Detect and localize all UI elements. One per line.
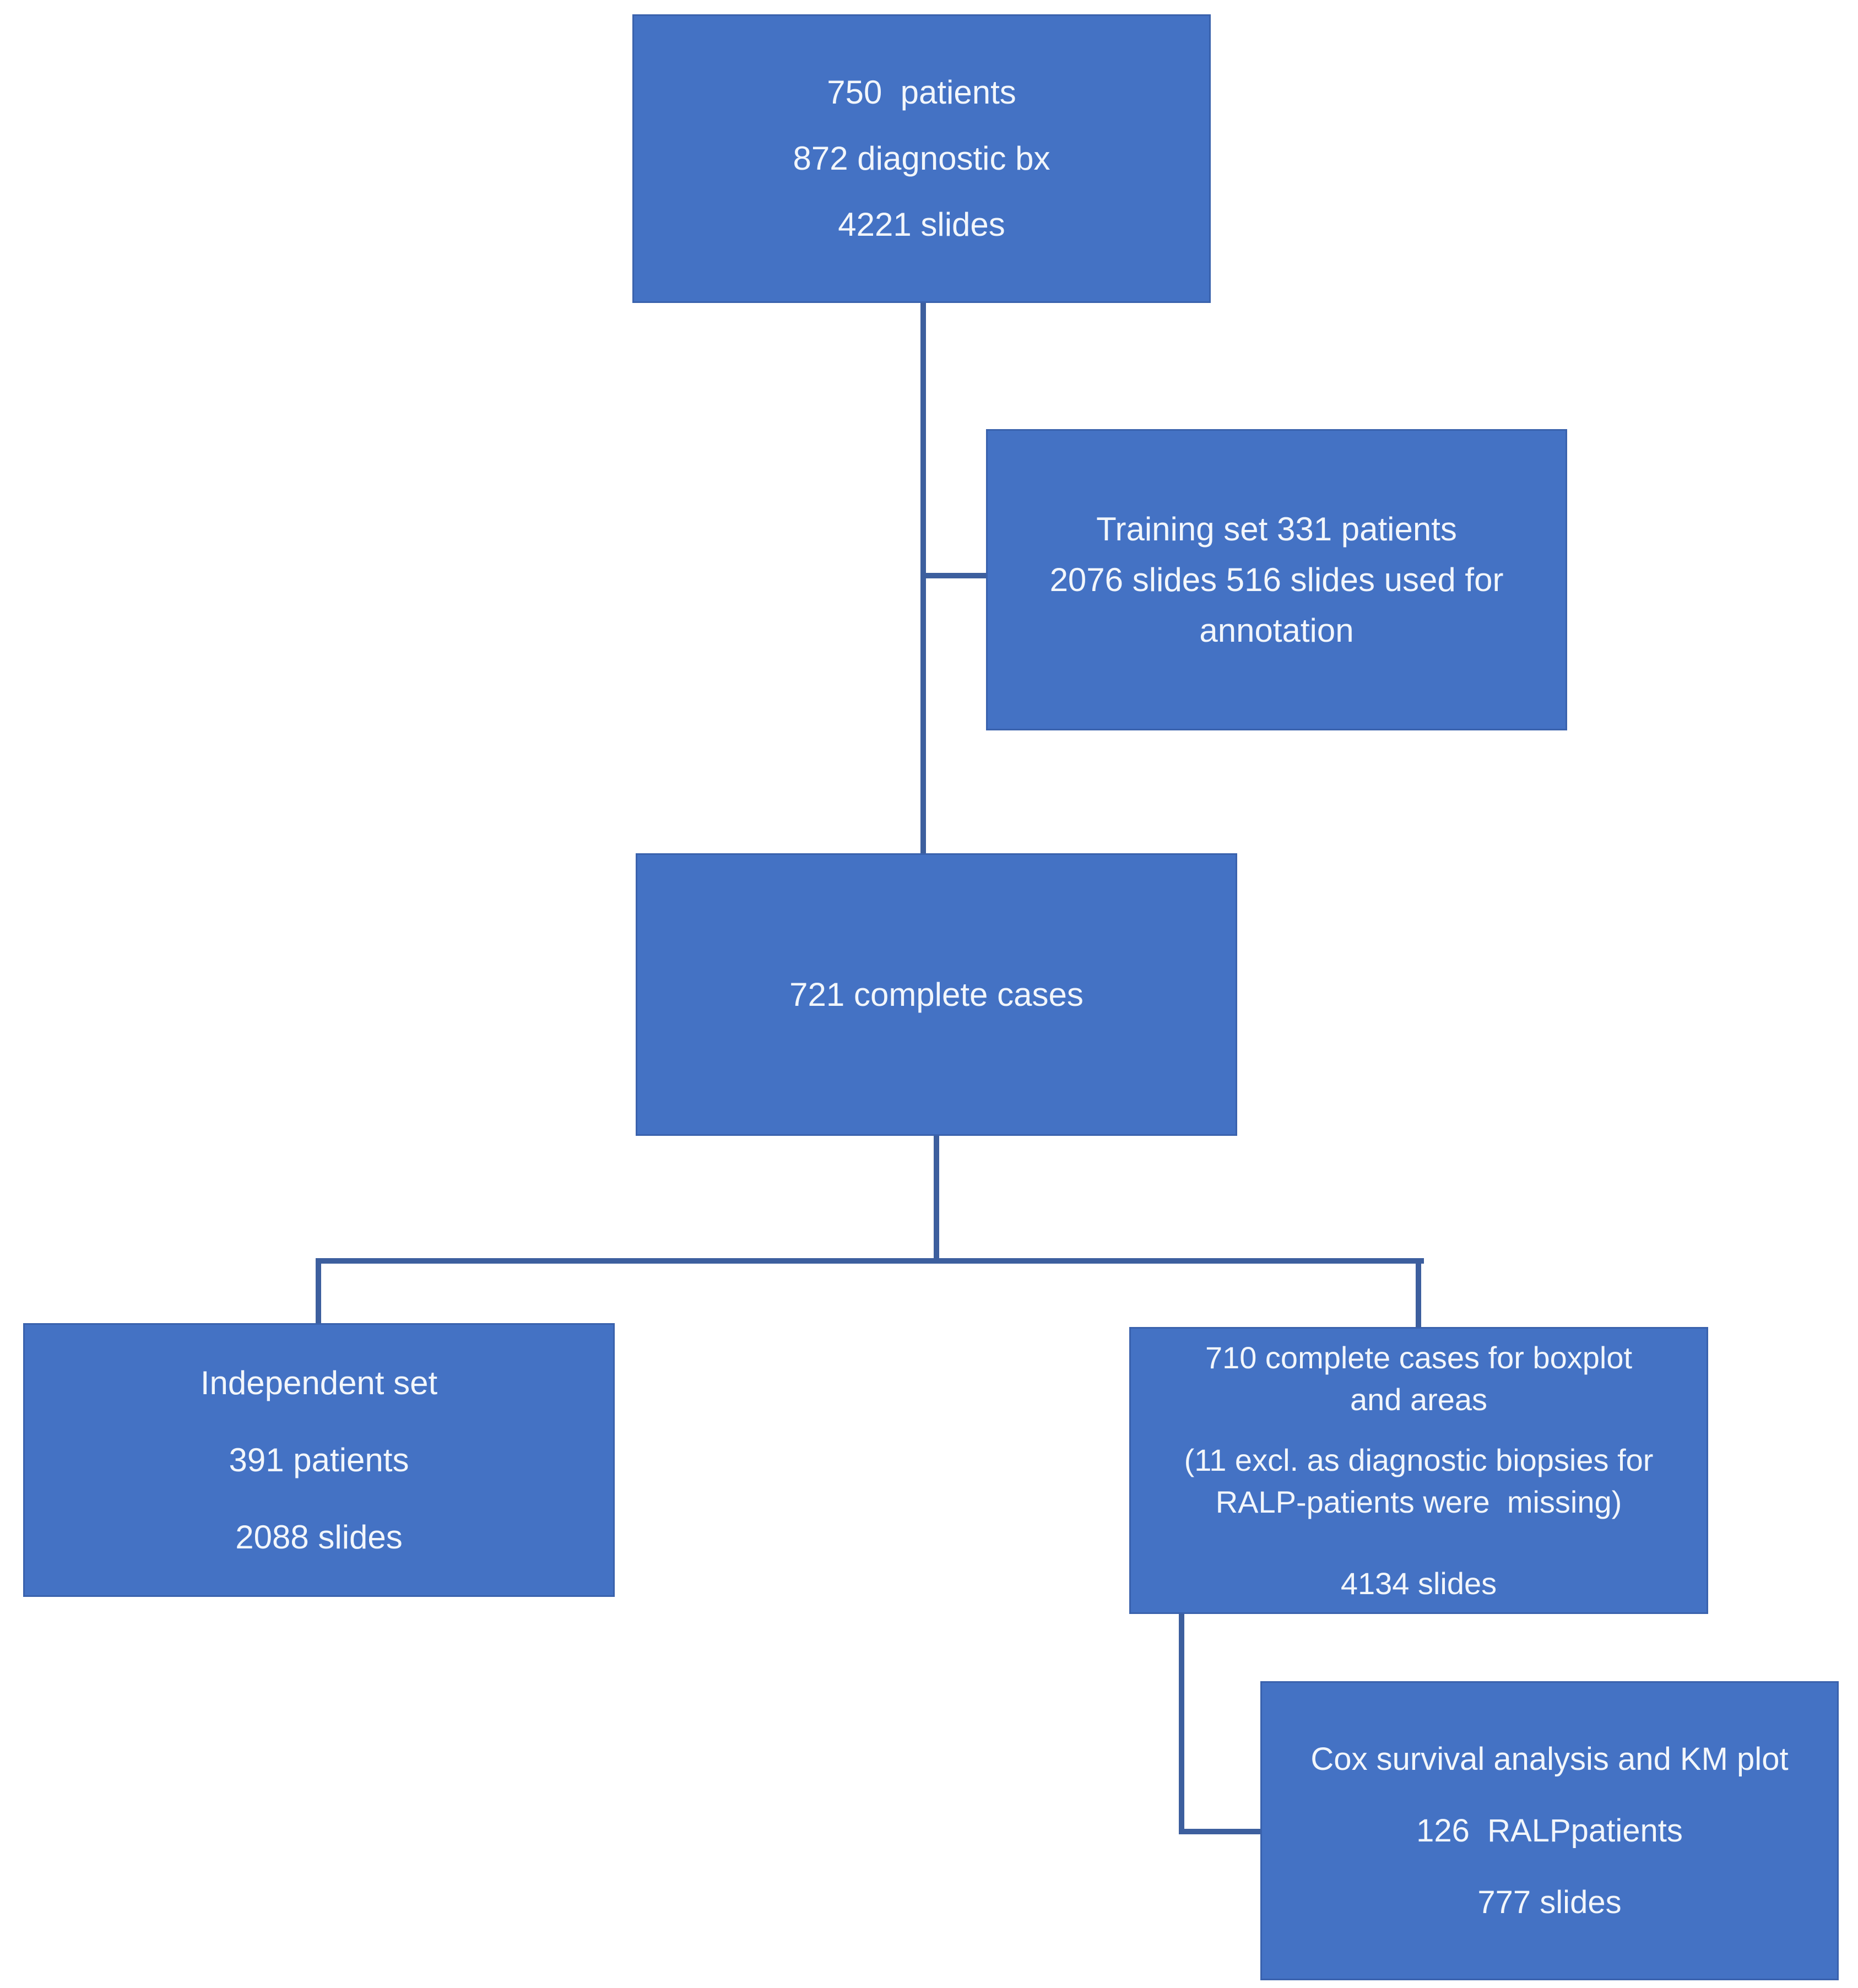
connector-source-to-training-stub: [920, 573, 986, 578]
connector-split-to-boxplot-drop: [1416, 1258, 1421, 1328]
node-independent-line: 2088 slides: [235, 1518, 403, 1556]
node-training-set: Training set 331 patients 2076 slides 51…: [986, 429, 1567, 730]
node-training-line: 2076 slides 516 slides used for: [1049, 561, 1504, 598]
node-source-cohort: 750 patients 872 diagnostic bx 4221 slid…: [632, 14, 1211, 303]
node-boxplot-line: 710 complete cases for boxplot: [1205, 1340, 1633, 1375]
node-source-line: 750 patients: [827, 74, 1016, 111]
node-cox-analysis: Cox survival analysis and KM plot 126 RA…: [1260, 1681, 1839, 1980]
node-boxplot-cases: 710 complete cases for boxplot and areas…: [1129, 1327, 1708, 1614]
node-training-line: annotation: [1199, 611, 1354, 649]
node-cox-line: Cox survival analysis and KM plot: [1310, 1741, 1789, 1777]
node-independent-set: Independent set 391 patients 2088 slides: [23, 1323, 615, 1597]
node-source-line: 872 diagnostic bx: [793, 140, 1050, 177]
connector-split-horizontal: [316, 1258, 1424, 1264]
node-independent-line: 391 patients: [229, 1441, 409, 1478]
node-complete-line: 721 complete cases: [789, 976, 1084, 1013]
node-independent-line: Independent set: [200, 1364, 438, 1401]
connector-boxplot-to-cox-vertical: [1179, 1614, 1184, 1834]
node-complete-cases: 721 complete cases: [636, 853, 1237, 1136]
node-boxplot-line: RALP-patients were missing): [1215, 1484, 1622, 1519]
connector-split-to-independent-drop: [316, 1258, 321, 1324]
node-training-line: Training set 331 patients: [1096, 510, 1457, 548]
connector-boxplot-to-cox-horizontal: [1179, 1829, 1261, 1834]
connector-source-to-complete-vertical: [920, 303, 926, 854]
node-cox-line: 777 slides: [1477, 1884, 1622, 1920]
node-boxplot-line: 4134 slides: [1340, 1566, 1497, 1601]
connector-complete-to-split-vertical: [934, 1136, 939, 1263]
node-cox-line: 126 RALPpatients: [1416, 1812, 1683, 1849]
node-boxplot-line: and areas: [1350, 1382, 1488, 1417]
node-boxplot-line: (11 excl. as diagnostic biopsies for: [1184, 1442, 1654, 1477]
node-source-line: 4221 slides: [838, 206, 1005, 243]
